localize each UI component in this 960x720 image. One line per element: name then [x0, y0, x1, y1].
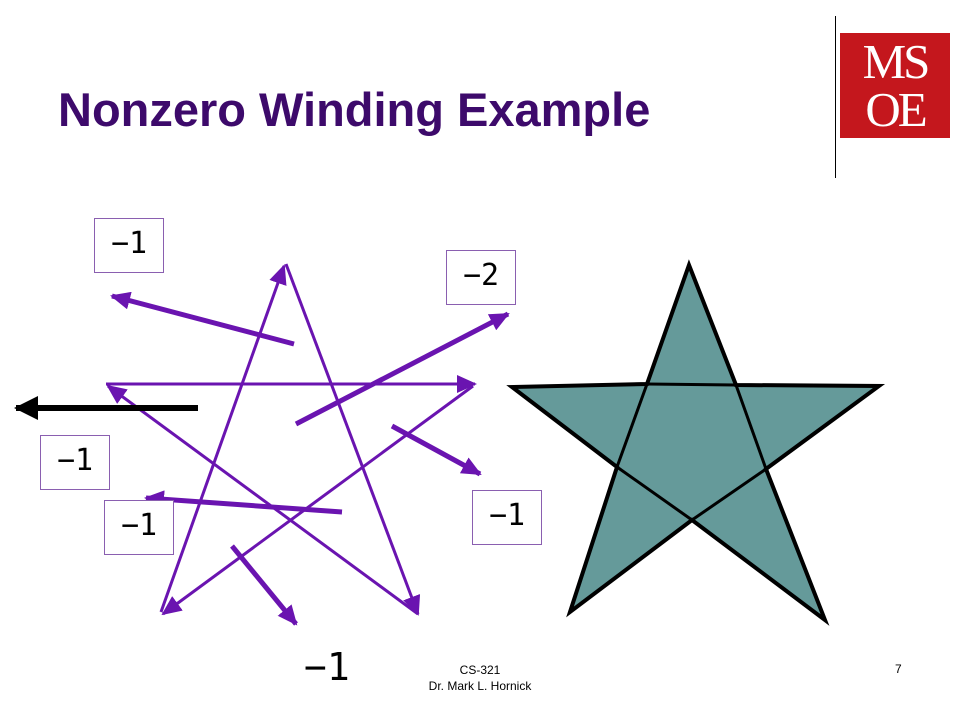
- filled-star: [506, 259, 886, 626]
- ray-bottom: [230, 544, 298, 626]
- page-title: Nonzero Winding Example: [58, 83, 651, 136]
- ray-right: [390, 423, 482, 477]
- slide-footer: CS-321 Dr. Mark L. Hornick: [400, 662, 560, 694]
- winding-label-top-right: −2: [446, 250, 516, 305]
- ray-lower-left: [144, 490, 343, 515]
- test-rays: [110, 291, 510, 626]
- msoe-logo: MS OE: [840, 33, 950, 138]
- winding-label-bottom: −1: [304, 645, 350, 689]
- footer-author: Dr. Mark L. Hornick: [428, 679, 532, 693]
- star-edge-1: [284, 263, 421, 616]
- footer-course: CS-321: [459, 663, 501, 677]
- star-edge-2: [106, 384, 419, 616]
- winding-label-top-left: −1: [94, 218, 164, 273]
- directed-star-outline: [106, 263, 477, 616]
- ray-top-right: [294, 311, 510, 427]
- page-number: 7: [895, 662, 902, 676]
- filled-star-inner-edges: [615, 382, 768, 522]
- winding-label-left: −1: [40, 435, 110, 490]
- ray-top-left: [110, 291, 295, 347]
- winding-label-lower-left: −1: [104, 500, 174, 555]
- star-edge-5: [159, 264, 287, 613]
- logo-text-line-2: OE: [865, 82, 927, 137]
- logo-text-line-1: MS: [862, 34, 931, 89]
- winding-label-right: −1: [472, 490, 542, 545]
- header-divider: [835, 16, 836, 178]
- star-edge-4: [161, 384, 474, 616]
